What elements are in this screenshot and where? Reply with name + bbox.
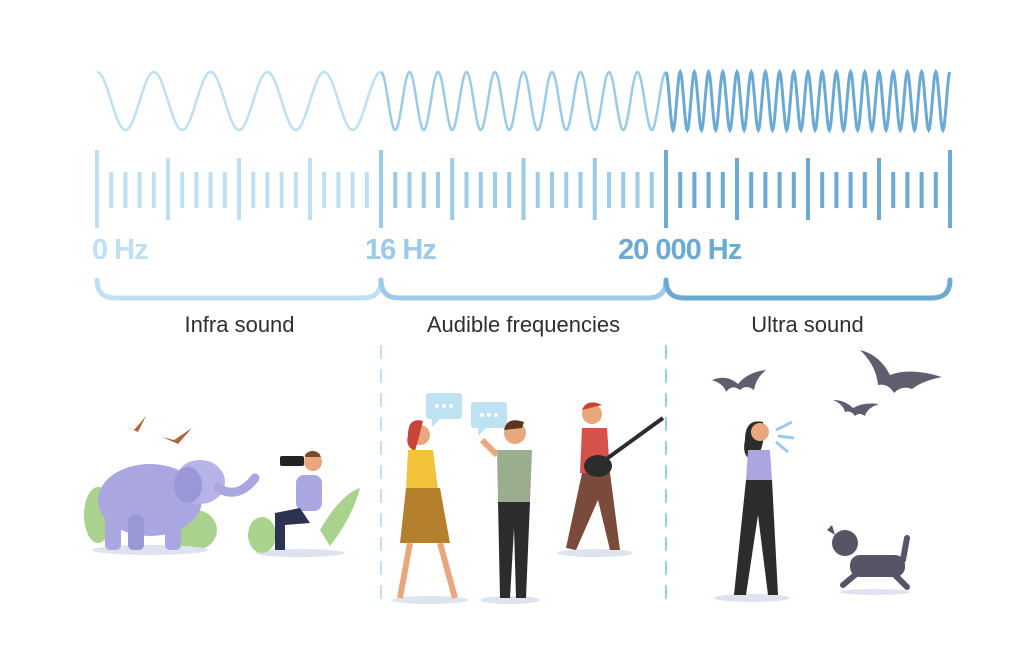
label-audible-frequencies: Audible frequencies: [426, 312, 621, 337]
dog-icon: [827, 525, 910, 595]
marker-16hz: 16 Hz: [365, 234, 437, 266]
label-ultra-sound: Ultra sound: [751, 312, 864, 337]
bird-icon: [122, 416, 192, 444]
wave-segment-2: [664, 68, 952, 134]
marker-0hz: 0 Hz: [92, 234, 149, 266]
talking-woman-icon: [392, 420, 468, 604]
elephant-icon: [92, 460, 260, 555]
talking-man-icon: [479, 420, 540, 604]
range-bracket-2: [663, 277, 953, 301]
range-bracket-1: [378, 277, 669, 301]
bat-icon: [712, 350, 942, 416]
wave-segment-1: [380, 70, 667, 132]
label-infra-sound: Infra sound: [184, 312, 295, 337]
speech-bubble-icon: [426, 393, 507, 436]
range-bracket-0: [94, 277, 384, 301]
marker-20000hz: 20 000 Hz: [618, 234, 742, 266]
photographer-icon: [248, 450, 360, 557]
guitarist-icon: [557, 402, 665, 557]
whistling-woman-icon: [714, 420, 795, 602]
wave-segment-0: [96, 70, 382, 132]
